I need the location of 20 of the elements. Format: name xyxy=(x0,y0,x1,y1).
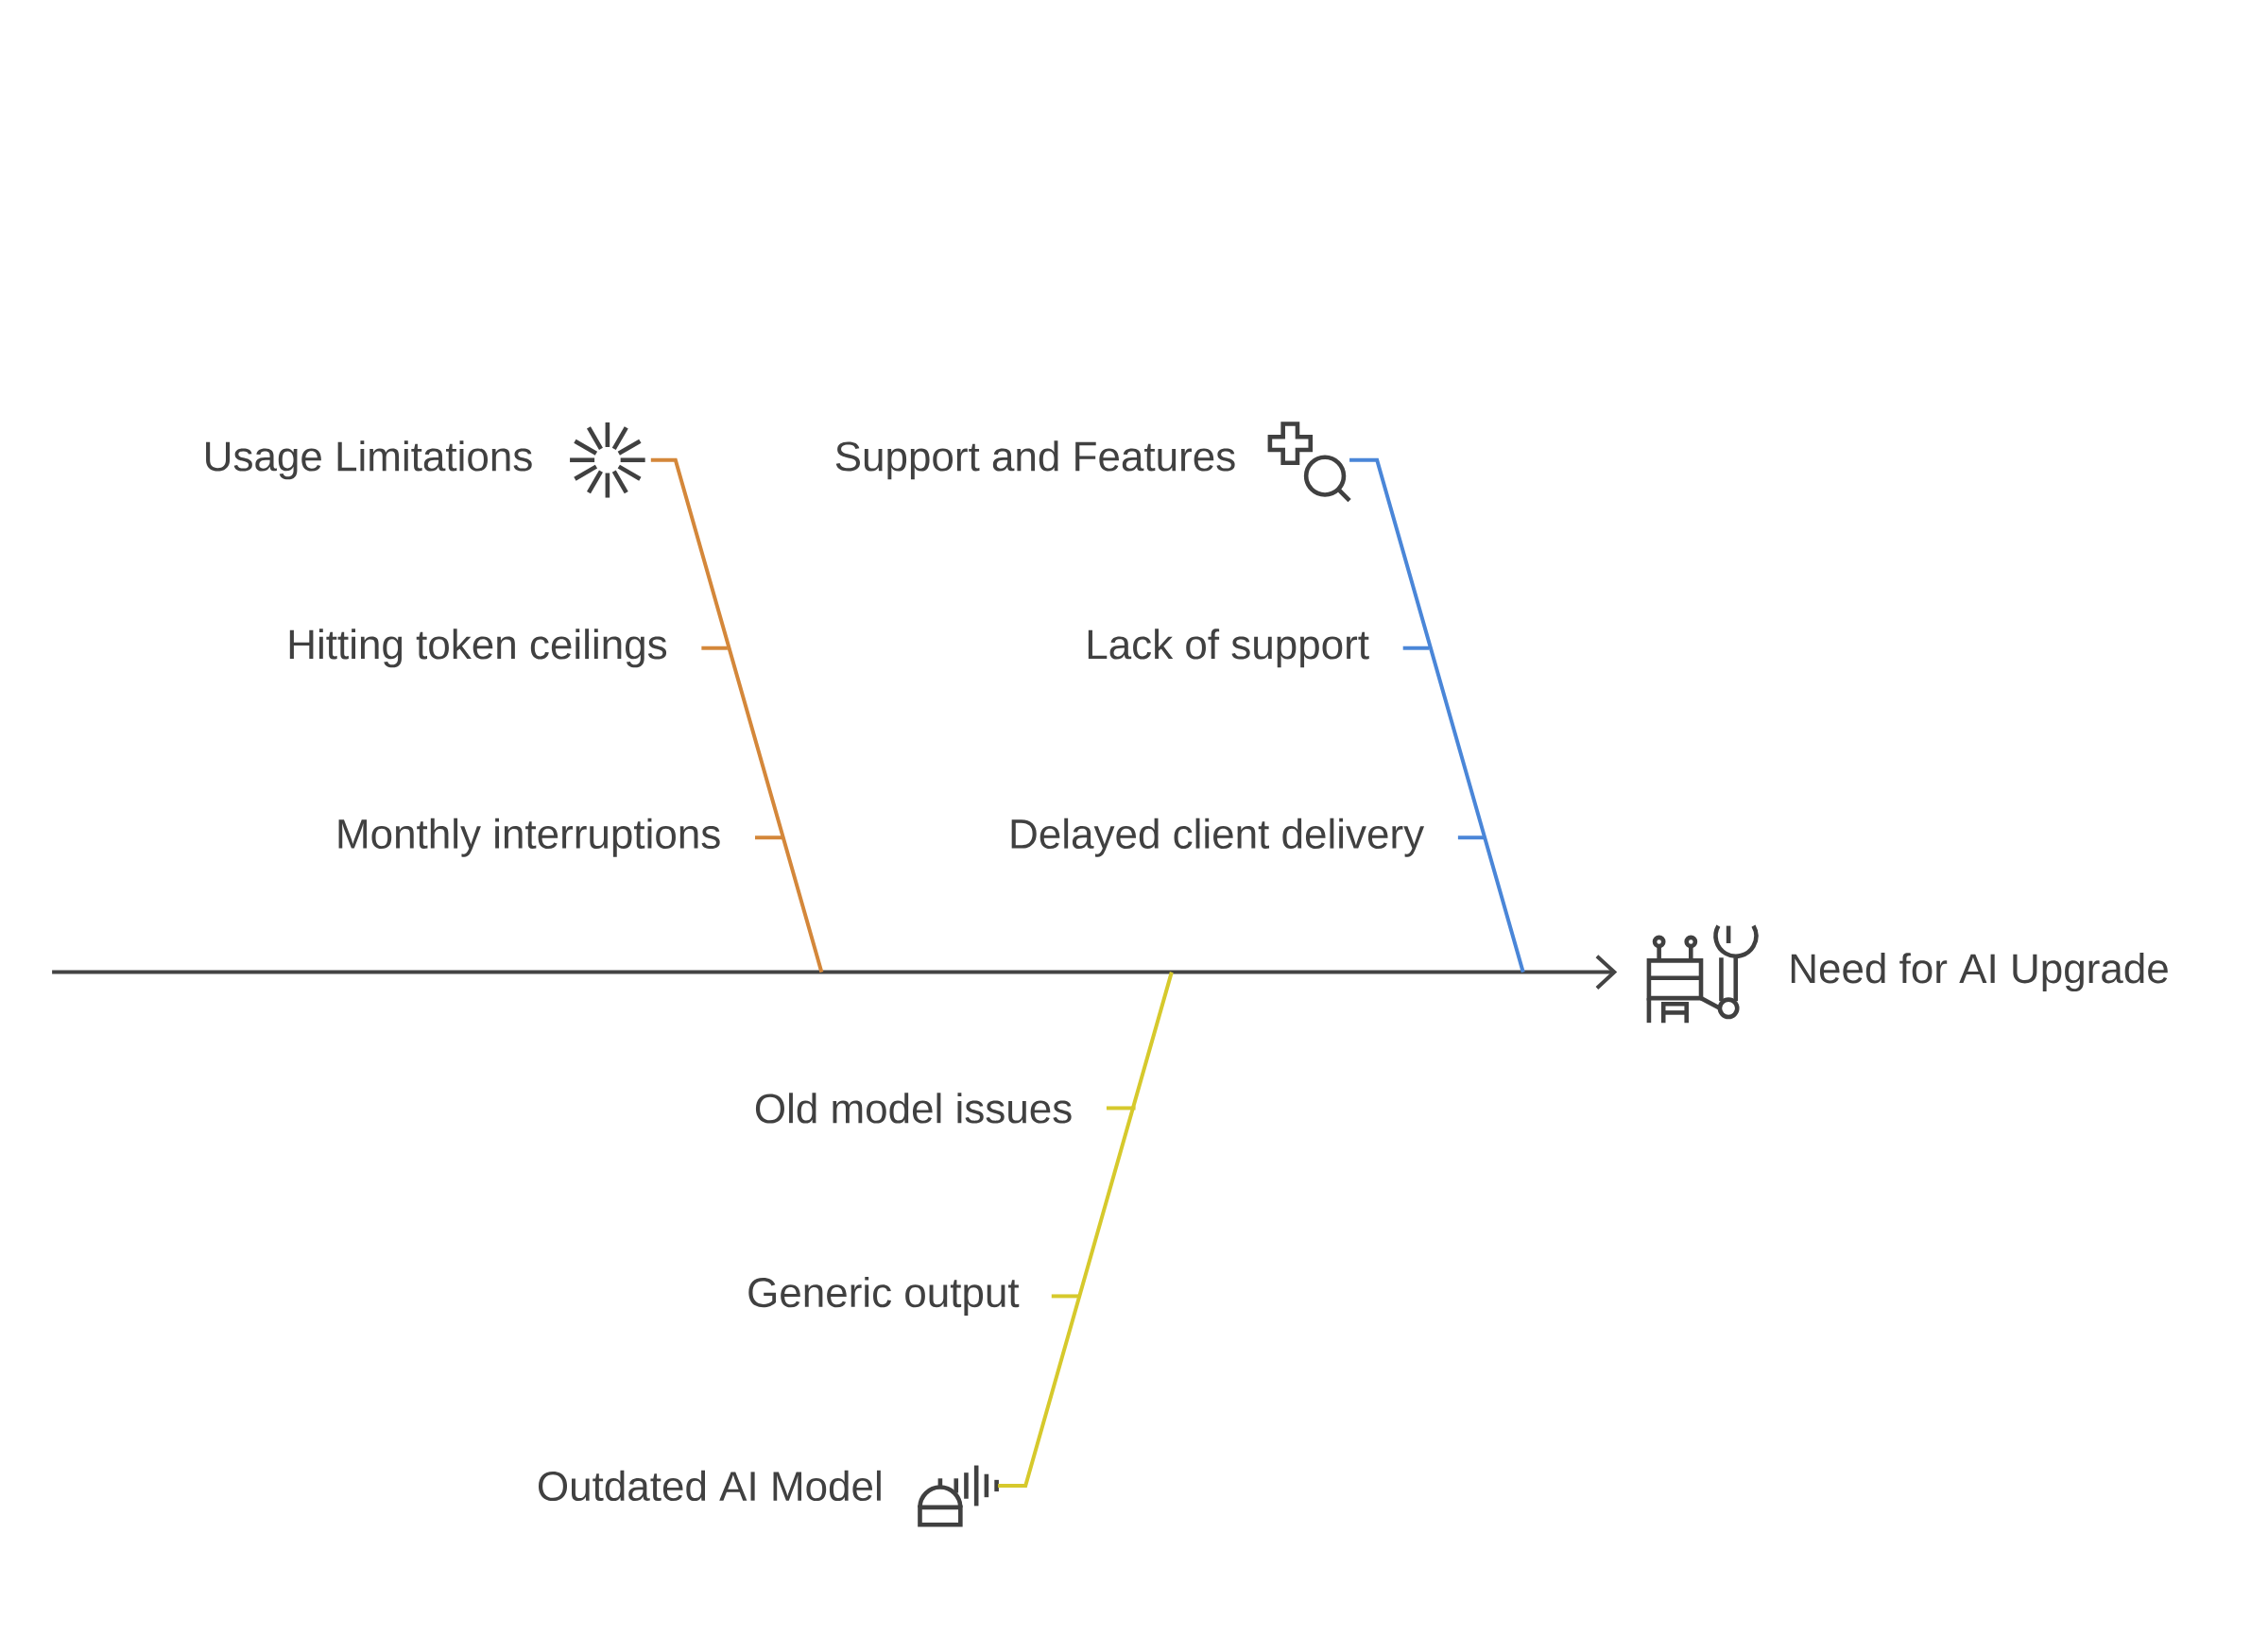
bone-line xyxy=(1402,646,1430,650)
bone-line xyxy=(755,835,783,840)
cause-label: Old model issues xyxy=(755,1093,1072,1124)
bone-line xyxy=(1349,457,1525,973)
spine-arrow xyxy=(52,955,1618,990)
bone-line xyxy=(1457,835,1485,840)
bone-line xyxy=(1051,1294,1079,1299)
bone-line xyxy=(650,457,824,973)
cause-label: Generic output xyxy=(748,1276,1020,1316)
cause-label: Delayed client delivery xyxy=(1011,818,1425,857)
cause-label: Outdated AI Model xyxy=(539,1470,881,1502)
cause-label: Support and Features xyxy=(835,440,1235,480)
cause-label: Lack of support xyxy=(1088,629,1369,668)
bone-line xyxy=(998,972,1174,1488)
bone-line xyxy=(701,646,728,650)
cause-label: Monthly interruptions xyxy=(338,818,720,857)
cause-label: Hitting token ceilings xyxy=(289,629,667,668)
bone-line xyxy=(1106,1106,1136,1111)
effect-label: Need for AI Upgrade xyxy=(1791,953,2168,992)
cause-label: Usage Limitations xyxy=(206,440,532,480)
